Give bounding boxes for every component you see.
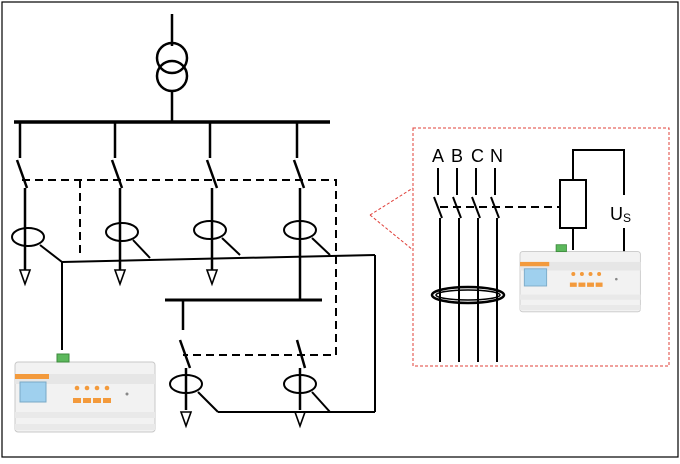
label-phase-a: A [432, 146, 444, 166]
ct-ring-icon [11, 227, 45, 247]
label-us: US [610, 204, 631, 225]
ct-ring-icon [105, 222, 139, 242]
label-phase-b: B [451, 146, 463, 166]
current-transformers [11, 220, 331, 263]
transformer-icon [155, 41, 189, 75]
secondary-circuit [165, 298, 331, 413]
detail-box [412, 127, 670, 367]
label-phase-n: N [490, 146, 503, 166]
monitor-device-main [14, 353, 156, 433]
main-circuit [14, 14, 330, 300]
breaker-link [22, 179, 337, 356]
detail-circuit [430, 149, 625, 362]
ct-ring-icon [430, 285, 506, 305]
label-phase-c: C [471, 146, 484, 166]
ct-ring-icon [283, 220, 317, 240]
monitor-device-detail [519, 244, 641, 313]
ct-ring-icon [193, 220, 227, 240]
